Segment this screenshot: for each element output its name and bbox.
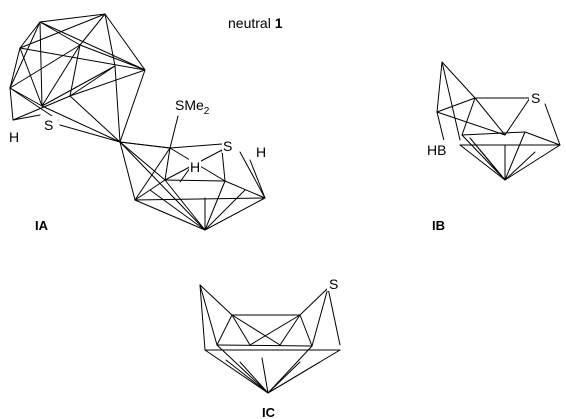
ib-caption: IB <box>432 218 445 233</box>
ia-sulfur-left: S <box>44 117 53 133</box>
ia-hydrogen-mid: H <box>190 159 200 175</box>
ia-sme2-base: SMe <box>175 97 204 113</box>
ib-sulfur: S <box>531 90 540 106</box>
structure-ib: S HB IB <box>425 61 561 233</box>
ib-hb-group: HB <box>427 142 446 158</box>
ia-lower-cage <box>119 141 266 231</box>
ia-sme2-bond <box>169 115 179 149</box>
title-prefix: neutral <box>228 15 275 31</box>
structure-ia: S H SMe2 S H H IA <box>9 13 266 233</box>
ia-upper-cage <box>9 13 146 143</box>
title-compound-number: 1 <box>275 15 283 31</box>
ic-caption: IC <box>262 405 276 419</box>
structure-ic: S IC <box>199 273 342 419</box>
figure-title: neutral 1 <box>228 15 283 31</box>
ia-sme2-subscript: 2 <box>204 106 210 117</box>
ia-sme2-label: SMe2 <box>175 97 210 117</box>
ia-caption: IA <box>35 218 49 233</box>
ia-sulfur-right: S <box>223 138 232 154</box>
ia-hydrogen-right: H <box>256 144 266 160</box>
ia-hydrogen-left: H <box>9 129 19 145</box>
ic-sulfur: S <box>329 276 338 292</box>
